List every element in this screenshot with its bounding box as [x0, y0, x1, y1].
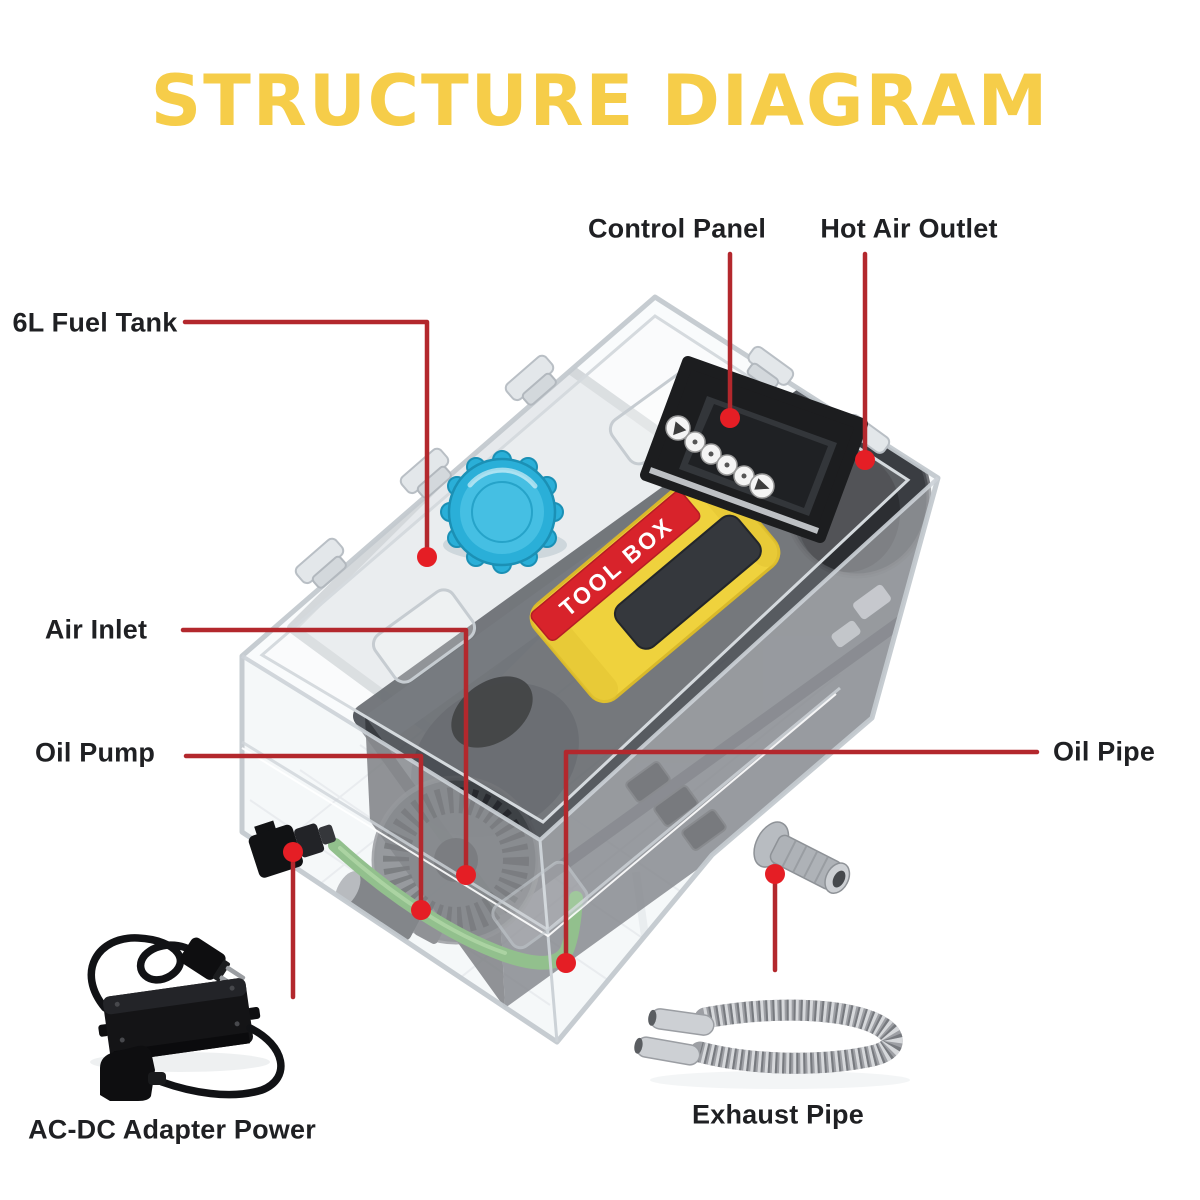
dot-air-inlet [456, 865, 476, 885]
hose-sleeve-top [648, 1008, 715, 1036]
heater-vents [625, 761, 727, 851]
dot-fuel-tank [417, 547, 437, 567]
dot-exhaust-pipe [765, 864, 785, 884]
heater-unit-front-right [500, 575, 938, 1008]
page-title: STRUCTURE DIAGRAM [150, 60, 1050, 142]
handle-opening [613, 514, 762, 650]
dot-oil-pipe [556, 953, 576, 973]
hose-sleeve-bottom [634, 1036, 701, 1066]
leader-oil-pump [183, 753, 424, 913]
case-front-haze [242, 478, 938, 1042]
label-exhaust-pipe: Exhaust Pipe [692, 1099, 864, 1130]
label-control-panel: Control Panel [587, 213, 767, 244]
ac-cable [87, 934, 200, 1012]
toolbox-handle: TOOL BOX [529, 466, 781, 704]
mounting-tab [853, 584, 891, 620]
dot-control-panel [720, 408, 740, 428]
leader-air-inlet [180, 627, 469, 878]
dc-elbow-plug [100, 1045, 155, 1101]
mounting-tab-2 [831, 620, 861, 648]
dc-cable [158, 1024, 285, 1099]
dc-connector-part [248, 820, 336, 878]
callout-leaders [180, 251, 1040, 1000]
leader-fuel-tank [182, 319, 430, 560]
leader-oil-pipe [563, 749, 1040, 966]
label-oil-pump: Oil Pump [34, 737, 156, 768]
fuel-cap [440, 450, 567, 574]
dot-oil-pump [411, 900, 431, 920]
toolbox-label-strip [530, 490, 701, 642]
control-panel-device [640, 356, 868, 543]
dot-ac-dc-adapter [283, 842, 303, 862]
label-hot-air-outlet: Hot Air Outlet [820, 213, 998, 244]
exhaust-pipe-image [634, 999, 910, 1089]
air-inlet-part [451, 676, 533, 748]
control-buttons [665, 415, 775, 499]
label-oil-pipe: Oil Pipe [1052, 736, 1156, 767]
label-air-inlet: Air Inlet [44, 614, 148, 645]
exhaust-outlet-part [753, 821, 851, 895]
power-adapter-image [87, 934, 285, 1101]
dot-hot-air-outlet [855, 450, 875, 470]
label-ac-dc-adapter: AC-DC Adapter Power [28, 1114, 316, 1145]
label-fuel-tank: 6L Fuel Tank [12, 307, 178, 338]
